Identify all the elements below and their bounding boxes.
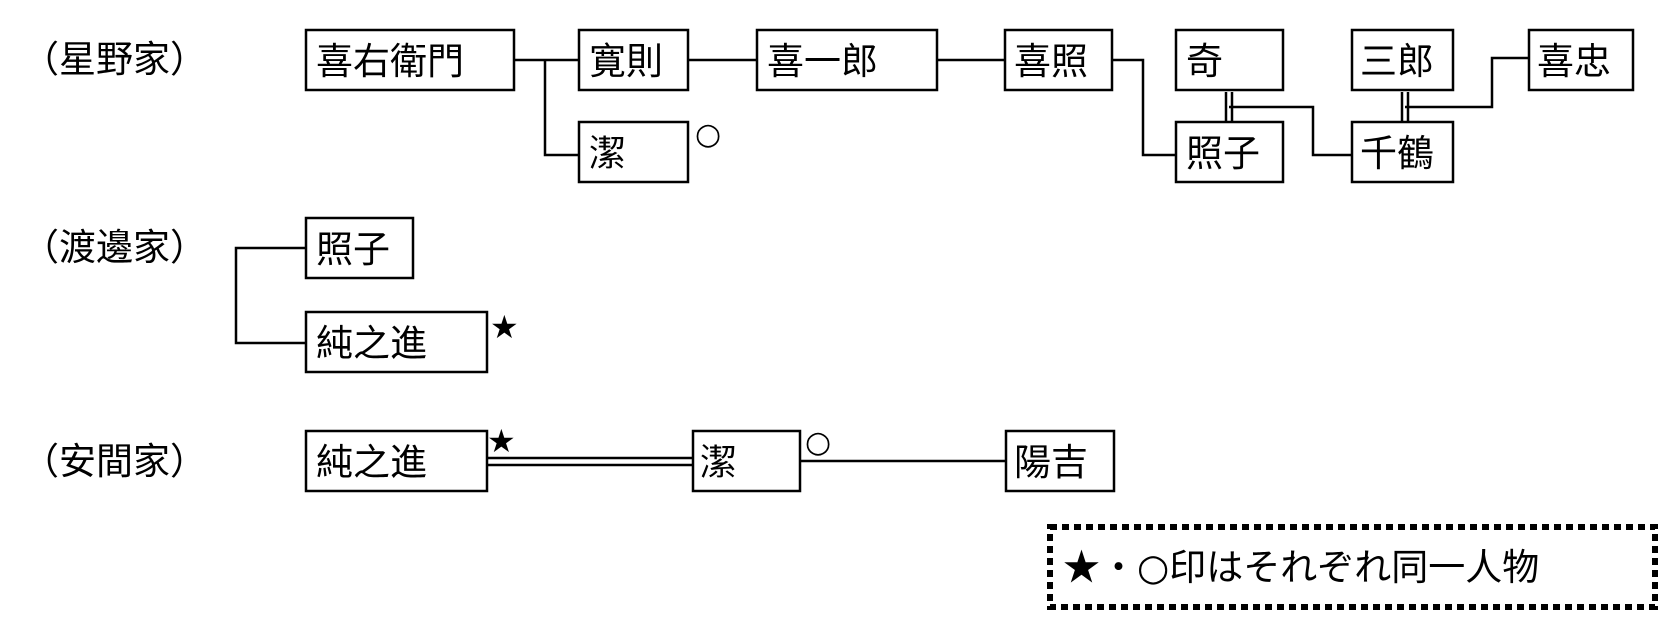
person-yokichi: 陽吉 [1004, 429, 1116, 493]
person-hironori: 寛則 [577, 28, 690, 92]
edge-kiteru-teruko [1112, 58, 1176, 157]
person-teruko-hoshino: 照子 [1174, 120, 1285, 184]
person-name: 陽吉 [1014, 441, 1088, 484]
circle-marker: ○ [695, 117, 721, 152]
person-name: 潔 [700, 441, 737, 484]
person-name: 喜右衛門 [316, 40, 464, 83]
person-name: 喜照 [1014, 40, 1088, 83]
person-name: 純之進 [316, 322, 427, 365]
edge-couple-kichu [1405, 56, 1529, 109]
star-marker: ★ [487, 422, 516, 460]
person-name: 喜一郎 [767, 40, 878, 83]
person-name: 喜忠 [1537, 40, 1611, 83]
star-marker: ★ [490, 308, 519, 346]
connector-lines [234, 56, 1529, 467]
person-kichu: 喜忠 [1527, 28, 1635, 92]
edge-kiemon-kiyoshi [543, 60, 579, 157]
edge-watanabe-siblings [234, 246, 306, 345]
person-junnoshin-watanabe: 純之進 [304, 310, 489, 374]
person-kiteru: 喜照 [1003, 28, 1114, 92]
legend-box: ★・○印はそれぞれ同一人物 [1047, 524, 1658, 610]
person-teruko-watanabe: 照子 [304, 216, 415, 280]
person-name: 奇 [1186, 40, 1223, 83]
edge-couple-chizuru [1229, 105, 1352, 157]
person-saburo: 三郎 [1350, 28, 1455, 92]
person-name: 寛則 [589, 40, 663, 83]
person-name: 三郎 [1360, 40, 1434, 83]
person-name: 潔 [589, 132, 626, 175]
legend-text: ★・○印はそれぞれ同一人物 [1063, 546, 1539, 589]
person-ki: 奇 [1174, 28, 1285, 92]
person-kiyoshi-yasuma: 潔 [691, 429, 802, 493]
family-label-watanabe: （渡邊家） [22, 226, 207, 269]
person-name: 千鶴 [1360, 132, 1434, 175]
family-label-hoshino: （星野家） [22, 38, 207, 81]
person-name: 純之進 [316, 441, 427, 484]
person-junnoshin-yasuma: 純之進 [304, 429, 489, 493]
person-kiichiro: 喜一郎 [755, 28, 939, 92]
circle-marker: ○ [805, 425, 831, 460]
family-label-yasuma: （安間家） [22, 440, 207, 483]
person-name: 照子 [1186, 132, 1260, 175]
person-chizuru: 千鶴 [1350, 120, 1455, 184]
person-kiyoshi-hoshino: 潔 [577, 120, 690, 184]
person-name: 照子 [316, 228, 390, 271]
person-kiemon: 喜右衛門 [304, 28, 516, 92]
